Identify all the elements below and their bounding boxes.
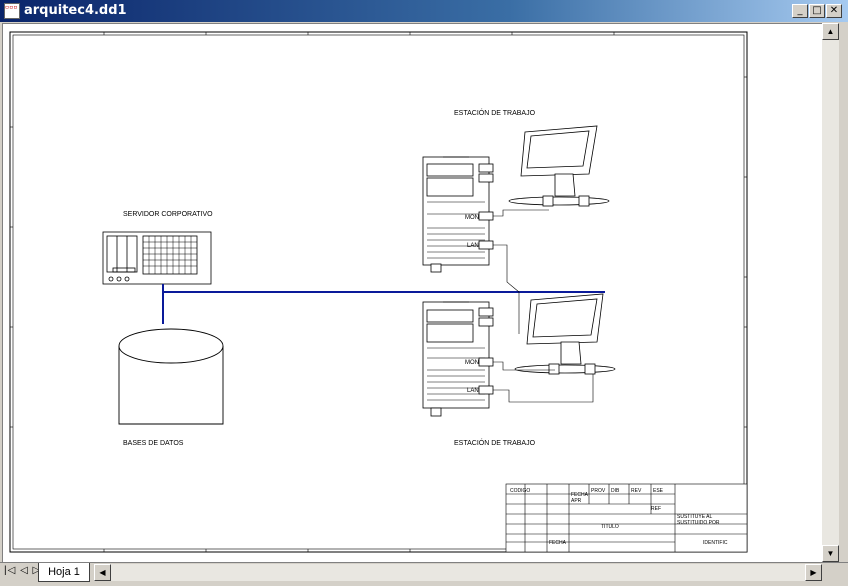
title-block-text: CODIGO FECHA APR PROV DIB REV ESE REF SU… — [510, 488, 728, 546]
server-label: SERVIDOR CORPORATIVO — [123, 211, 213, 218]
close-button[interactable]: ✕ — [826, 4, 842, 18]
cable-top — [493, 209, 549, 293]
scroll-down-icon[interactable]: ▼ — [822, 545, 839, 562]
drawing-canvas[interactable]: SERVIDOR CORPORATIVO BASES DE DATOS ESTA… — [2, 23, 822, 562]
svg-text:IDENTIFIC: IDENTIFIC — [703, 540, 728, 546]
svg-text:PROV: PROV — [591, 488, 606, 494]
svg-text:APR: APR — [571, 498, 582, 504]
svg-text:ESE: ESE — [653, 488, 664, 494]
horizontal-scrollbar[interactable]: ◀ ▶ — [94, 564, 822, 581]
workstation-top-monitor — [508, 125, 610, 207]
maximize-button[interactable]: □ — [809, 4, 825, 18]
svg-text:TITULO: TITULO — [601, 524, 619, 530]
svg-text:SUSTITUIDO POR: SUSTITUIDO POR — [677, 520, 720, 526]
vertical-scrollbar[interactable]: ▲ ▼ — [822, 23, 839, 562]
workstation-bottom-label: ESTACIÓN DE TRABAJO — [454, 438, 536, 447]
port-lan-bottom: LAN — [467, 388, 479, 394]
scroll-up-icon[interactable]: ▲ — [822, 23, 839, 40]
port-mon-bottom: MON — [465, 360, 479, 366]
scroll-left-icon[interactable]: ◀ — [94, 564, 111, 581]
workstation-bottom-monitor — [514, 293, 616, 375]
workstation-top-label: ESTACIÓN DE TRABAJO — [454, 108, 536, 117]
sheet-border — [9, 31, 748, 553]
tab-hoja-1[interactable]: Hoja 1 — [38, 563, 90, 582]
svg-text:FECHA: FECHA — [571, 492, 589, 498]
cable-bottom — [493, 292, 594, 403]
drawing-svg: SERVIDOR CORPORATIVO BASES DE DATOS ESTA… — [9, 31, 748, 553]
title-block — [505, 483, 748, 553]
port-lan-top: LAN — [467, 243, 479, 249]
svg-text:CODIGO: CODIGO — [510, 488, 530, 494]
svg-text:REF: REF — [651, 506, 661, 512]
svg-text:SUSTITUYE AL: SUSTITUYE AL — [677, 514, 713, 520]
sheet-nav-arrows[interactable]: |◁ ◁ ▷ ▷| — [4, 565, 58, 576]
workstation-bottom-tower — [422, 301, 494, 417]
network-line — [162, 284, 605, 324]
title-bar: ▫▫▫ arquitec4.dd1 _ □ ✕ — [0, 0, 848, 22]
svg-text:REV: REV — [631, 488, 642, 494]
border-ticks — [10, 32, 747, 552]
scroll-right-icon[interactable]: ▶ — [805, 564, 822, 581]
database-label: BASES DE DATOS — [123, 440, 184, 447]
minimize-button[interactable]: _ — [792, 4, 808, 18]
sheet-tab-bar: |◁ ◁ ▷ ▷| Hoja 1 ◀ ▶ — [0, 562, 848, 586]
window-frame-right — [839, 23, 848, 562]
sheet-inner-border — [12, 34, 745, 550]
server-icon — [102, 231, 212, 285]
database-icon — [118, 328, 224, 425]
svg-text:FECHA: FECHA — [549, 540, 567, 546]
svg-text:DIB: DIB — [611, 488, 620, 494]
port-mon-top: MON — [465, 215, 479, 221]
app-icon[interactable]: ▫▫▫ — [4, 3, 20, 19]
workstation-top-tower — [422, 156, 494, 273]
window-title: arquitec4.dd1 — [24, 3, 127, 18]
